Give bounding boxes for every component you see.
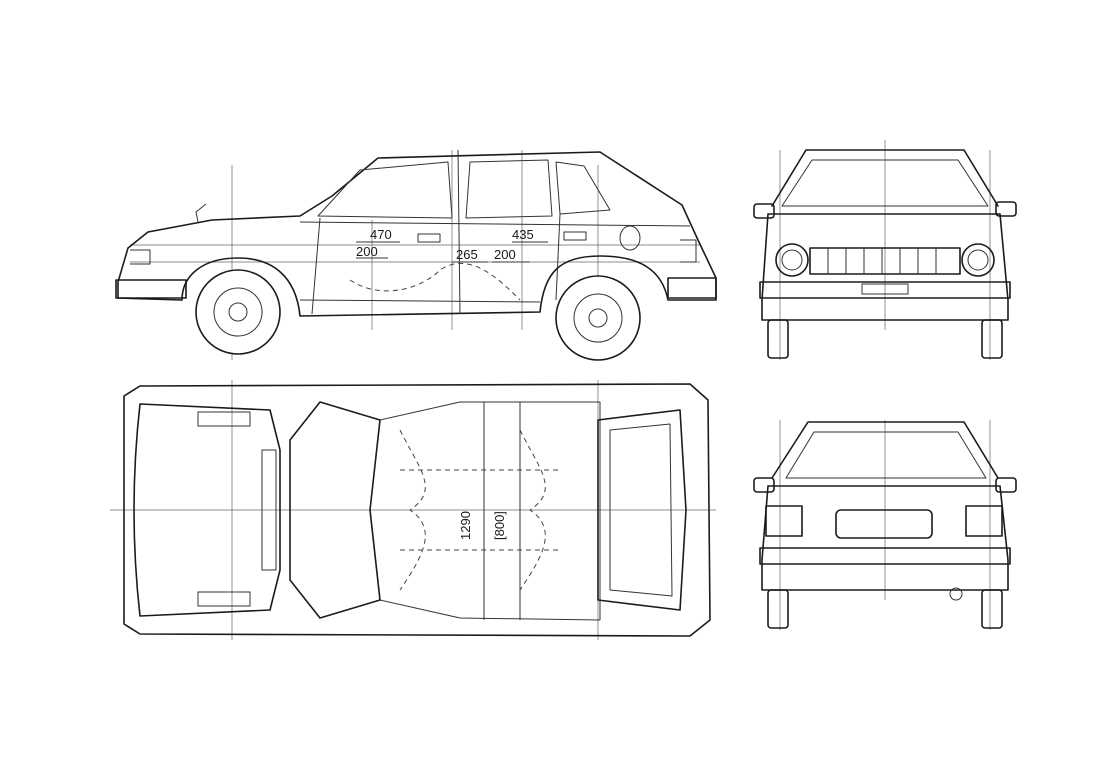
side-dim-label: 200 xyxy=(356,244,378,259)
license-plate xyxy=(835,509,933,539)
top-dim-label: [800] xyxy=(492,511,507,540)
rear-view xyxy=(753,420,1017,630)
rear-window xyxy=(465,159,553,219)
right-tail-light xyxy=(965,505,1003,537)
top-hood xyxy=(133,403,281,617)
top-dim-label: 1290 xyxy=(458,511,473,540)
side-dim-label: 435 xyxy=(512,227,534,242)
top-body-outline xyxy=(123,383,711,637)
quarter-window xyxy=(555,161,611,215)
front-grille xyxy=(809,247,961,275)
rear-body-outline xyxy=(761,485,1009,591)
top-rear-glass xyxy=(597,409,687,611)
top-windshield xyxy=(289,401,381,619)
side-rear-wheel xyxy=(555,275,641,361)
front-window xyxy=(317,161,453,219)
right-headlight xyxy=(961,243,995,277)
front-body-outline xyxy=(761,213,1009,321)
top-view: 1290 [800] xyxy=(110,380,716,640)
front-view xyxy=(753,140,1017,360)
side-view: 470 200 435 265 200 xyxy=(115,149,717,361)
left-tail-light xyxy=(765,505,803,537)
rear-bumper xyxy=(667,277,717,299)
side-dim-label: 470 xyxy=(370,227,392,242)
front-bumper xyxy=(115,279,187,299)
side-dim-label: 265 xyxy=(456,247,478,262)
left-headlight xyxy=(775,243,809,277)
side-front-wheel xyxy=(195,269,281,355)
side-dim-label: 200 xyxy=(494,247,516,262)
